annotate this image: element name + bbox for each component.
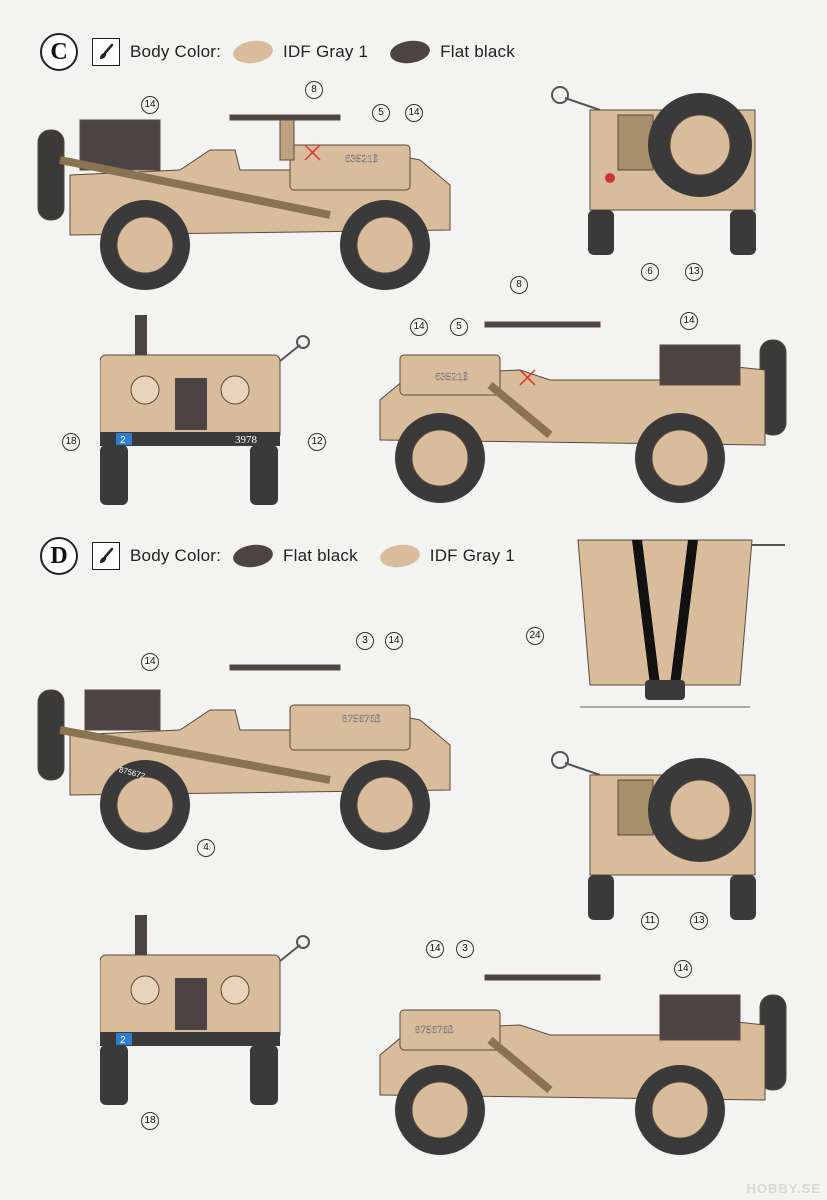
- jeep-d-front: 2: [100, 915, 310, 1105]
- callout-d-14b: 14: [385, 632, 403, 650]
- swatch-idf-gray: [231, 38, 275, 66]
- swatch-flat-black: [231, 542, 275, 570]
- swatch-label-1: IDF Gray 1: [283, 42, 369, 61]
- callout-c-r14b: 14: [680, 312, 698, 330]
- callout-d-r3: 3: [456, 940, 474, 958]
- hood-number-d-right: 875676ß: [415, 1024, 454, 1036]
- callout-c-14b: 14: [405, 104, 423, 122]
- callout-c-r14a: 14: [410, 318, 428, 336]
- swatch-label-2: Flat black: [440, 42, 515, 61]
- front-plate-d-left: 2: [120, 1035, 126, 1046]
- callout-c-r5: 5: [450, 318, 468, 336]
- jeep-c-front: 2 3978: [100, 315, 310, 505]
- scheme-d-badge: D: [40, 537, 78, 575]
- hood-number-d: 875676ß: [342, 713, 381, 725]
- front-plate-c-right: 3978: [235, 434, 258, 446]
- jeep-d-side-left: 875676ß 875672: [37, 664, 451, 850]
- jeep-d-side-right: 875676ß: [379, 974, 787, 1155]
- callout-d-3: 3: [356, 632, 374, 650]
- swatch-label-2: IDF Gray 1: [429, 546, 515, 565]
- paintbrush-icon: [92, 542, 120, 570]
- hood-number-c-right: 63521ß: [435, 371, 469, 383]
- callout-d-r14b: 14: [674, 960, 692, 978]
- callout-c-8: 8: [305, 81, 323, 99]
- hood-number-c: 63521ß: [345, 153, 379, 165]
- body-color-label: Body Color:: [130, 42, 222, 61]
- callout-d-11: 11: [641, 912, 659, 930]
- swatch-label-1: Flat black: [283, 546, 358, 565]
- callout-d-24: 24: [526, 627, 544, 645]
- callout-c-5: 5: [372, 104, 390, 122]
- callout-c-18: 18: [62, 433, 80, 451]
- callout-c-13: 13: [685, 263, 703, 281]
- scheme-c-badge: C: [40, 33, 78, 71]
- jeep-c-rear: [551, 86, 756, 255]
- callout-c-12: 12: [308, 433, 326, 451]
- callout-d-4: 4: [197, 839, 215, 857]
- scheme-d-header: D Body Color: Flat black IDF Gray 1: [40, 536, 515, 576]
- jeep-d-rear: [551, 751, 756, 920]
- jeep-c-side-left: 63521ß: [37, 114, 451, 290]
- callout-d-13: 13: [690, 912, 708, 930]
- jeep-c-side-right: 63521ß: [379, 321, 787, 503]
- swatch-flat-black: [388, 38, 432, 66]
- swatch-idf-gray: [378, 542, 422, 570]
- callout-d-r14a: 14: [426, 940, 444, 958]
- callout-c-14a: 14: [141, 96, 159, 114]
- watermark: HOBBY.SE: [746, 1181, 821, 1196]
- callout-c-6: 6: [641, 263, 659, 281]
- jeep-d-top: [577, 539, 785, 708]
- callout-c-r8: 8: [510, 276, 528, 294]
- scheme-c-header: C Body Color: IDF Gray 1 Flat black: [40, 32, 515, 72]
- callout-d-18: 18: [141, 1112, 159, 1130]
- callout-d-14a: 14: [141, 653, 159, 671]
- front-plate-c-left: 2: [120, 435, 126, 446]
- body-color-label: Body Color:: [130, 546, 222, 565]
- paintbrush-icon: [92, 38, 120, 66]
